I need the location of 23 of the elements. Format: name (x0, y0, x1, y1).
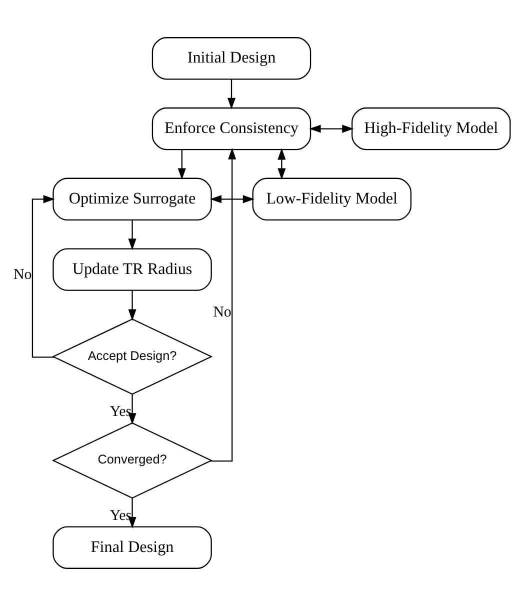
node-box: Optimize Surrogate (52, 177, 212, 220)
node-box: Update TR Radius (52, 248, 212, 290)
node-box: Initial Design (152, 36, 312, 80)
node-diamond: Accept Design? (52, 318, 213, 394)
arrow (128, 394, 136, 424)
arrow (128, 220, 136, 250)
arrow (32, 194, 55, 358)
node-box: Low-Fidelity Model (252, 177, 412, 220)
arrow (128, 498, 136, 528)
arrow (178, 149, 186, 180)
arrow (210, 194, 254, 203)
node-diamond: Converged? (52, 422, 213, 498)
node-box: Enforce Consistency (152, 106, 312, 150)
arrow (278, 148, 286, 180)
arrow (227, 79, 236, 109)
edge-label: No (213, 304, 232, 320)
node-box: Final Design (52, 526, 212, 568)
arrow (210, 147, 236, 462)
edge-label: Yes (110, 404, 132, 420)
edge-label: No (13, 266, 32, 283)
arrow (128, 290, 136, 320)
arrow (309, 124, 354, 132)
node-box: High-Fidelity Model (352, 106, 511, 150)
